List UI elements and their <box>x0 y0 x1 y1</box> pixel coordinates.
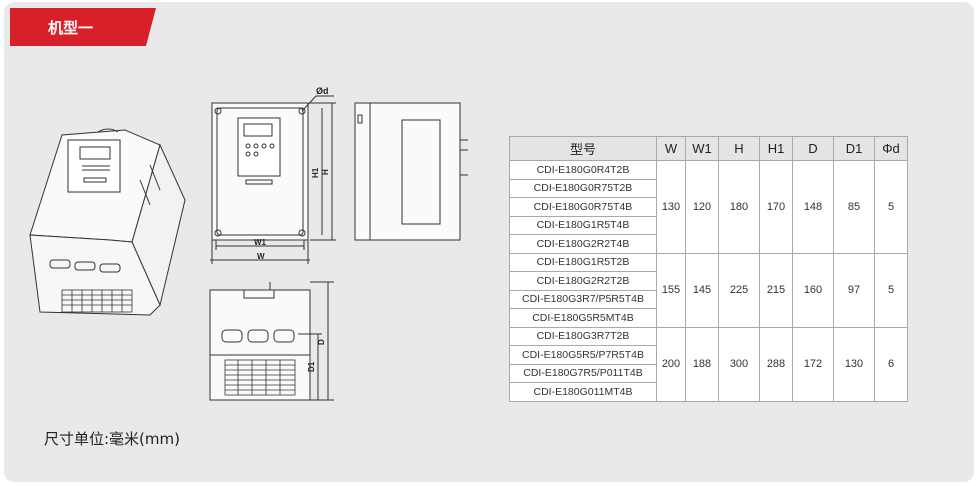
model-cell: CDI-E180G1R5T4B <box>509 215 657 235</box>
table-row: CDI-E180G1R5T4B <box>509 215 908 235</box>
model-type-tag: 机型一 <box>10 8 156 46</box>
value-h1: 288 <box>759 326 793 402</box>
value-h1: 170 <box>759 160 793 254</box>
table-row: CDI-E180G2R2T2B <box>509 271 908 291</box>
model-cell: CDI-E180G2R2T2B <box>509 271 657 291</box>
table-row: CDI-E180G2R2T4B <box>509 234 908 254</box>
d-label: D <box>317 339 326 345</box>
table-header-row: 型号 W W1 H H1 D D1 Φd <box>509 136 908 161</box>
value-phi-d: 5 <box>874 252 908 328</box>
model-cell: CDI-E180G1R5T2B <box>509 252 657 272</box>
side-view-drawing <box>354 102 468 241</box>
value-w1: 145 <box>685 252 719 328</box>
model-cell: CDI-E180G7R5/P011T4B <box>509 363 657 383</box>
table-row: CDI-E180G0R75T4B <box>509 197 908 217</box>
header-h1: H1 <box>759 136 793 161</box>
value-d: 148 <box>792 160 834 254</box>
value-h1: 215 <box>759 252 793 328</box>
value-w1: 120 <box>685 160 719 254</box>
header-d: D <box>792 136 834 161</box>
value-w: 130 <box>656 160 686 254</box>
isometric-drive-drawing <box>29 128 186 316</box>
table-row: CDI-E180G011MT4B <box>509 382 908 402</box>
value-d1: 85 <box>833 160 875 254</box>
value-d1: 97 <box>833 252 875 328</box>
front-view-drawing <box>210 95 336 264</box>
table-row: CDI-E180G5R5/P7R5T4B <box>509 345 908 365</box>
value-phi-d: 5 <box>874 160 908 254</box>
header-d1: D1 <box>833 136 875 161</box>
value-d1: 130 <box>833 326 875 402</box>
value-h: 180 <box>718 160 760 254</box>
table-row: CDI-E180G3R7T2B 200 188 300 288 172 130 … <box>509 326 908 402</box>
w-label: W <box>257 252 265 261</box>
header-phi-d: Φd <box>874 136 908 161</box>
model-cell: CDI-E180G3R7/P5R5T4B <box>509 289 657 309</box>
header-w1: W1 <box>685 136 719 161</box>
bottom-view-drawing <box>209 281 334 401</box>
value-h: 300 <box>718 326 760 402</box>
value-w: 200 <box>656 326 686 402</box>
header-h: H <box>718 136 760 161</box>
w1-label: W1 <box>254 238 267 247</box>
table-row: CDI-E180G1R5T2B 155 145 225 215 160 97 5 <box>509 252 908 328</box>
model-cell: CDI-E180G011MT4B <box>509 382 657 402</box>
model-cell: CDI-E180G3R7T2B <box>509 326 657 346</box>
h-label: H <box>321 169 330 175</box>
value-w: 155 <box>656 252 686 328</box>
value-w1: 188 <box>685 326 719 402</box>
value-d: 172 <box>792 326 834 402</box>
table-row: CDI-E180G0R4T2B 130 120 180 170 148 85 5 <box>509 160 908 254</box>
dimension-table: 型号 W W1 H H1 D D1 Φd CDI-E180G0R4T2B 130… <box>509 136 908 402</box>
d1-label: D1 <box>307 361 316 372</box>
model-cell: CDI-E180G5R5MT4B <box>509 308 657 328</box>
model-cell: CDI-E180G0R4T2B <box>509 160 657 180</box>
value-phi-d: 6 <box>874 326 908 402</box>
model-cell: CDI-E180G2R2T4B <box>509 234 657 254</box>
phi-d-label: Ød <box>316 86 329 96</box>
model-cell: CDI-E180G0R75T2B <box>509 178 657 198</box>
unit-note: 尺寸单位:毫米(mm) <box>44 430 180 448</box>
value-d: 160 <box>792 252 834 328</box>
value-h: 225 <box>718 252 760 328</box>
model-cell: CDI-E180G0R75T4B <box>509 197 657 217</box>
header-model: 型号 <box>509 136 657 161</box>
header-w: W <box>656 136 686 161</box>
h1-label: H1 <box>311 167 320 178</box>
table-row: CDI-E180G0R75T2B <box>509 178 908 198</box>
model-cell: CDI-E180G5R5/P7R5T4B <box>509 345 657 365</box>
